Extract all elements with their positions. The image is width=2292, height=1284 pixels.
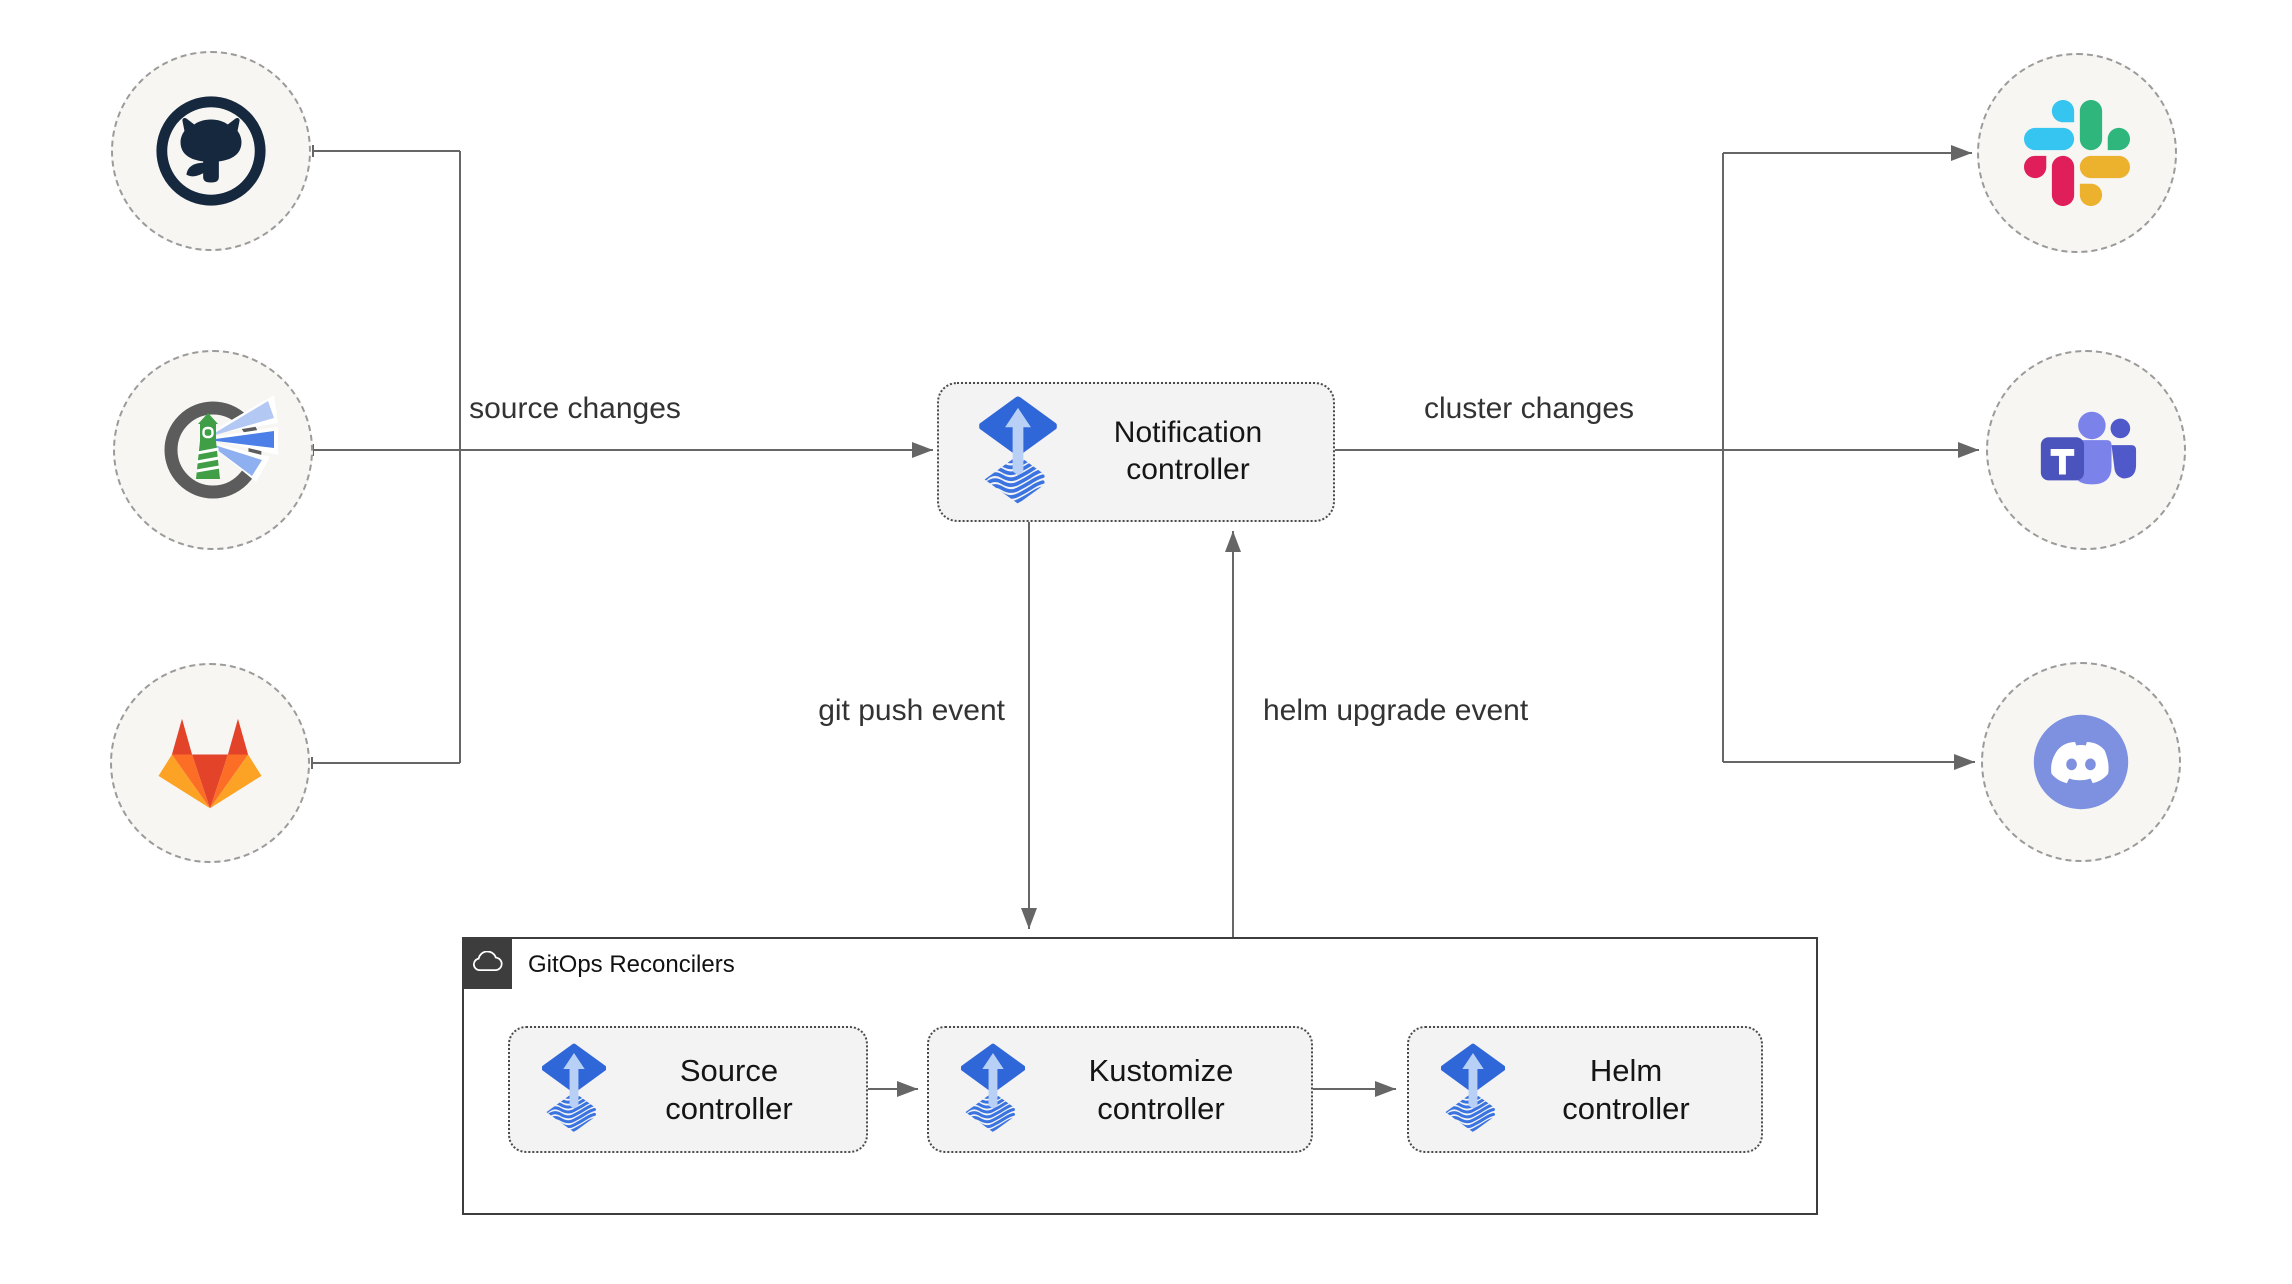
- helm-controller-label: Helm controller: [1562, 1052, 1690, 1126]
- flux-icon: [1441, 1043, 1505, 1136]
- teams-icon: [2040, 411, 2137, 485]
- helm-controller-node: Helm controller: [1407, 1026, 1763, 1153]
- kustomize-controller-label: Kustomize controller: [1088, 1052, 1234, 1126]
- notification-controller-label: Notification controller: [1113, 416, 1263, 486]
- harbor-node: [113, 350, 313, 550]
- github-icon: [156, 96, 266, 206]
- github-node: [111, 51, 311, 251]
- source-controller-label: Source controller: [665, 1052, 793, 1126]
- slack-icon: [2024, 100, 2130, 206]
- teams-node: [1986, 350, 2186, 550]
- cloud-badge: [462, 937, 512, 989]
- kustomize-controller-node: Kustomize controller: [927, 1026, 1313, 1153]
- flux-icon: [542, 1043, 606, 1136]
- edge-label-helm-upgrade-event: helm upgrade event: [1263, 694, 1529, 727]
- edge-label-git-push-event: git push event: [818, 694, 1005, 727]
- harbor-icon: [164, 395, 278, 499]
- discord-node: [1981, 662, 2181, 862]
- edge-label-source-changes: source changes: [469, 392, 681, 425]
- source-controller-node: Source controller: [508, 1026, 868, 1153]
- edge-label-cluster-changes: cluster changes: [1423, 392, 1635, 425]
- flux-icon: [979, 396, 1057, 508]
- flux-icon: [961, 1043, 1025, 1136]
- gitlab-icon: [158, 718, 262, 808]
- gitops-reconcilers-title: GitOps Reconcilers: [528, 951, 735, 978]
- gitlab-node: [110, 663, 310, 863]
- notification-controller-node: Notification controller: [937, 382, 1335, 522]
- discord-icon: [2033, 714, 2129, 810]
- gitops-reconcilers-group: GitOps Reconcilers: [462, 937, 1818, 1215]
- cloud-icon: [472, 951, 503, 971]
- slack-node: [1977, 53, 2177, 253]
